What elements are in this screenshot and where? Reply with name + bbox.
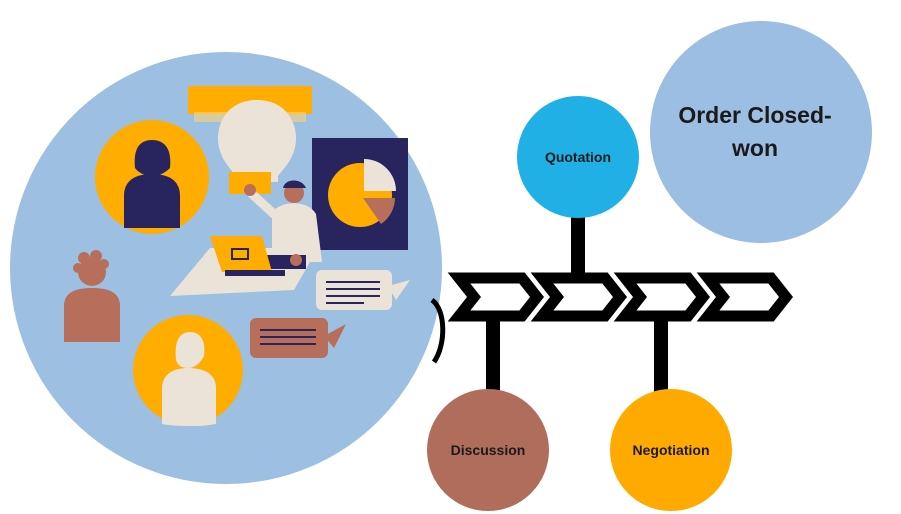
timeline-arrows [447, 272, 794, 322]
stage-circle-negotiation [610, 389, 732, 511]
connector-lines [486, 210, 668, 398]
avatar-man [133, 315, 243, 426]
stage-circle-discussion [427, 389, 549, 511]
presenter-figure [170, 180, 322, 296]
team-meeting-illustration [10, 52, 446, 484]
connector-negotiation [654, 316, 668, 398]
connector-quotation [571, 210, 585, 276]
stage-label-negotiation: Negotiation [632, 442, 710, 458]
stage-label-quotation: Quotation [544, 149, 612, 165]
pie-chart-icon [312, 138, 408, 250]
timeline-arrow-1 [447, 272, 545, 322]
avatar-woman [95, 120, 209, 234]
lightbulb-icon [188, 86, 312, 194]
timeline-arrow-2 [530, 272, 628, 322]
stage-circle-order-closed-won [650, 21, 872, 243]
stage-label-discussion: Discussion [450, 442, 526, 458]
stage-circle-quotation [517, 96, 639, 218]
stage-label-order-closed-won: Order Closed- won [678, 101, 832, 161]
laptop-icon [210, 236, 285, 276]
chat-bubble-icon [250, 318, 346, 358]
circle-edge-accent [430, 297, 446, 364]
connector-discussion [486, 316, 500, 398]
avatar-curly-hair [64, 250, 120, 342]
chat-bubble-icon [316, 270, 410, 310]
timeline-arrow-4 [696, 272, 794, 322]
timeline-arrow-3 [613, 272, 711, 322]
